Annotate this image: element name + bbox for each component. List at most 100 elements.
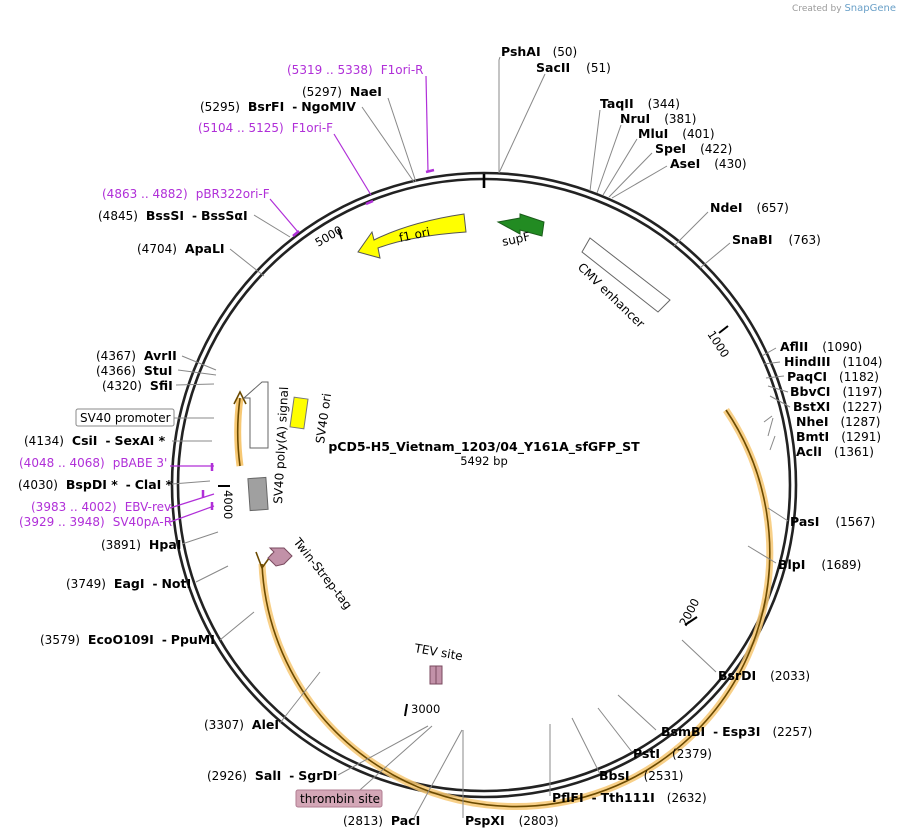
leader-mlui (602, 138, 638, 196)
site-taqii: TaqII(344) (600, 96, 680, 111)
backbone-inner (176, 177, 792, 793)
tev-site-box-2 (435, 665, 443, 685)
plasmid-length: 5492 bp (460, 454, 508, 468)
site-bsmbi: BsmBI-Esp3I(2257) (661, 724, 812, 739)
leader-bsrdi (681, 639, 717, 673)
thrombin-site-label: thrombin site (300, 792, 380, 806)
twin-strep-arrow (267, 547, 293, 567)
site-stui: (4366)StuI (96, 363, 172, 378)
site-bsrfi: (5295)BsrFI-NgoMIV (200, 99, 356, 114)
sv40-promoter-arrowhead-icon (233, 390, 247, 405)
leader-sfii (175, 383, 215, 386)
tick-2000: 2000 (676, 596, 702, 628)
sv40-polya-label: SV40 poly(A) signal (271, 386, 291, 504)
leader-nhei (763, 415, 773, 423)
supf-label: supF (501, 229, 532, 249)
tick-1000: 1000 (704, 328, 732, 360)
f1-ori-label: f1 ori (398, 225, 432, 245)
leader-taqii (589, 109, 601, 192)
site-paqci: PaqCI(1182) (787, 369, 879, 384)
primer-mark-pbr322 (292, 230, 300, 237)
site-apali: (4704)ApaLI (137, 241, 225, 256)
site-paci: (2813)PacI (343, 813, 420, 828)
site-asei: AseI(430) (670, 156, 747, 171)
leader-sacii (498, 73, 546, 174)
primer-f1ori-f: (5104 .. 5125)F1ori-F (198, 121, 333, 135)
leader-bsmbi (617, 694, 657, 731)
site-psti: PstI(2379) (633, 746, 712, 761)
sv40-promoter-arc (236, 397, 241, 467)
sv40-polya-arrow (242, 381, 269, 449)
leader-bspdi (171, 480, 211, 485)
primer-pbr322ori-f: (4863 .. 4882)pBR322ori-F (102, 187, 270, 201)
plasmid-name: pCD5-H5_Vietnam_1203/04_Y161A_sfGFP_ST (328, 439, 640, 455)
site-eagi: (3749)EagI-NotI (66, 576, 191, 591)
leader-eagi (195, 565, 229, 583)
leader-asei (611, 165, 668, 199)
leader-hindiii (763, 361, 781, 365)
credit-prefix: Created by (792, 4, 842, 14)
site-nhei: NheI(1287) (796, 414, 880, 429)
site-sacii: SacII(51) (536, 60, 611, 75)
site-hindiii: HindIII(1104) (784, 354, 882, 369)
sv40-pa-box (247, 476, 269, 512)
leader-eco109i (219, 611, 255, 641)
leader-paqci (765, 375, 785, 379)
tick-1000-mark (718, 325, 729, 334)
site-blpi: BlpI(1689) (778, 557, 861, 572)
site-bmti: BmtI(1291) (796, 429, 881, 444)
primer-leader-sv40pa (169, 505, 215, 523)
leader-acli (769, 435, 776, 451)
tick-2000-mark (684, 616, 698, 626)
primer-leader-pbr322 (269, 198, 299, 233)
site-bsssi: (4845)BssSI-BssSαI (98, 208, 248, 223)
f1-ori-arrow (357, 213, 467, 259)
site-sfii: (4320)SfiI (102, 378, 173, 393)
site-pflfi: PflFI-Tth111I(2632) (552, 790, 707, 805)
site-ndei: NdeI(657) (710, 200, 789, 215)
site-mlui: MluI(401) (638, 126, 715, 141)
site-pspxi: PspXI(2803) (465, 813, 559, 828)
length-ticks: 1000 2000 3000 4000 5000 (218, 223, 732, 717)
leader-bsrfi (361, 106, 415, 183)
leader-paci (413, 729, 463, 819)
leader-bstxi (769, 395, 791, 408)
leader-ndei (673, 211, 709, 247)
primer-ebv-rev: (3983 .. 4002)EBV-rev (31, 500, 171, 514)
primer-f1ori-r: (5319 .. 5338)F1ori-R (287, 63, 424, 77)
sv40-promoter-label: SV40 promoter (80, 411, 171, 425)
leader-thrombin (351, 725, 433, 798)
leader-bbvci (767, 385, 789, 393)
primer-pbabe-3: (4048 .. 4068)pBABE 3' (19, 456, 167, 470)
leader-pasi (767, 507, 789, 522)
leader-psti (597, 707, 633, 753)
tick-5000-mark (337, 228, 343, 240)
sv40-ori-label: SV40 ori (313, 392, 334, 444)
site-alei: (3307)AleI (204, 717, 279, 732)
leader-sali (337, 725, 429, 776)
site-bbsi: BbsI(2531) (599, 768, 683, 783)
site-bsrdi: BsrDI(2033) (718, 668, 810, 683)
primer-mark-f1ori-r (425, 168, 435, 174)
leader-bmti (767, 417, 774, 437)
leader-avrii (181, 355, 217, 371)
leader-apali (229, 248, 265, 277)
tick-3000: 3000 (411, 702, 440, 716)
primer-sv40pa-r: (3929 .. 3948)SV40pA-R (19, 515, 172, 529)
leader-blpi (747, 545, 777, 564)
site-pshai: PshAI(50) (501, 44, 577, 59)
twin-strep-label: Twin-Strep-tag (290, 534, 355, 612)
leader-naei (387, 97, 417, 183)
site-sali: (2926)SalI-SgrDI (207, 768, 337, 783)
leader-nrui (596, 124, 622, 194)
leader-stui (177, 369, 217, 376)
leader-bsssi (253, 214, 291, 238)
tev-site-label: TEV site (412, 641, 463, 663)
supf-arrow (496, 213, 545, 237)
site-labels: PshAI(50) SacII(51) TaqII(344) NruI(381)… (18, 44, 882, 828)
site-csii: (4134)CsiI-SexAI * (24, 433, 166, 448)
site-aflii: AflII(1090) (780, 339, 862, 354)
leader-snabi (699, 242, 731, 269)
site-nrui: NruI(381) (620, 111, 696, 126)
